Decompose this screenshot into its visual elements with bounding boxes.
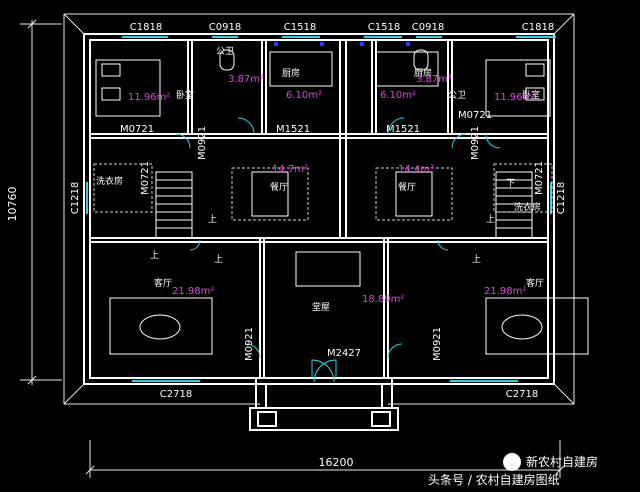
room-name-laundry-left: 洗衣房: [96, 175, 123, 187]
room-name-hall: 堂屋: [312, 301, 330, 313]
area-dining-left: 14.7m²: [272, 164, 308, 175]
window-label-c1518-left: C1518: [284, 22, 316, 33]
door-label-m0721-laundry-left: M0721: [140, 161, 151, 195]
room-name-dining-right: 餐厅: [398, 181, 416, 193]
room-name-living-right: 客厅: [526, 277, 544, 289]
door-label-m0921-living-left: M0921: [244, 327, 255, 361]
area-living-right: 21.98m²: [484, 286, 526, 297]
door-label-m0721-bath-right: M0721: [458, 110, 492, 121]
height-dimension-label: 10760: [6, 187, 19, 222]
window-label-c0918-left: C0918: [209, 22, 241, 33]
stair-up-label-1: 上: [208, 214, 217, 225]
door-label-m2427: M2427: [327, 348, 361, 359]
stairs: [155, 171, 533, 239]
room-name-bath-right: 公卫: [448, 90, 466, 101]
door-label-m0721-bedroom-left: M0721: [120, 124, 154, 135]
area-bedroom-right: 11.96m²: [494, 92, 536, 103]
room-name-bedroom-left: 卧室: [176, 89, 194, 101]
width-dimension-label: 16200: [319, 456, 354, 469]
area-bath-right: 3.87m²: [416, 74, 452, 85]
window-markers: [274, 42, 410, 46]
stair-up-label-4: 上: [472, 254, 481, 265]
door-label-m0921-right-vertical: M0921: [470, 126, 481, 160]
room-name-bath-left: 公卫: [216, 46, 234, 57]
dashed-outlines: [93, 163, 553, 221]
door-label-m0721-laundry-right: M0721: [534, 161, 545, 195]
door-label-m0921-living-right: M0921: [432, 327, 443, 361]
window-label-c2718-left: C2718: [160, 389, 192, 400]
window-label-c1818-left: C1818: [130, 22, 162, 33]
stair-up-label-2: 上: [214, 254, 223, 265]
room-name-kitchen-left: 厨房: [282, 67, 300, 79]
walls: [83, 33, 555, 431]
area-dining-right: 14.4m²: [398, 164, 434, 175]
dimension-lines: [20, 13, 575, 478]
door-label-m1521-right: M1521: [386, 124, 420, 135]
window-label-c1818-right: C1818: [522, 22, 554, 33]
area-bedroom-left: 11.96m²: [128, 92, 170, 103]
room-name-bedroom-right: 卧室: [522, 89, 540, 101]
stair-up-label-5: 上: [150, 250, 159, 261]
room-name-laundry-right: 洗衣房: [514, 201, 541, 213]
room-name-dining-left: 餐厅: [270, 181, 288, 193]
window-label-c1218-right: C1218: [556, 182, 567, 214]
area-bath-left: 3.87m²: [228, 74, 264, 85]
window-label-c1518-right: C1518: [368, 22, 400, 33]
area-kitchen-left: 6.10m²: [286, 90, 322, 101]
furniture: [95, 49, 589, 355]
watermark-brand: 新农村自建房: [526, 454, 598, 469]
window-label-c0918-right: C0918: [412, 22, 444, 33]
window-label-c2718-right: C2718: [506, 389, 538, 400]
window-openings: [86, 36, 556, 382]
area-hall: 18.89m²: [362, 294, 404, 305]
stair-down-label: 下: [506, 179, 515, 189]
watermark-caption: 头条号 / 农村自建房图纸: [428, 472, 560, 487]
door-label-m1521-left: M1521: [276, 124, 310, 135]
window-label-c1218-left: C1218: [70, 182, 81, 214]
room-name-living-left: 客厅: [154, 277, 172, 289]
area-kitchen-right: 6.10m²: [380, 90, 416, 101]
watermark-logo-icon: [503, 453, 521, 471]
area-living-left: 21.98m²: [172, 286, 214, 297]
stair-up-label-3: 上: [486, 214, 495, 225]
room-name-kitchen-right: 厨房: [414, 67, 432, 79]
door-swings: [175, 117, 501, 383]
door-label-m0921-left-vertical: M0921: [197, 126, 208, 160]
